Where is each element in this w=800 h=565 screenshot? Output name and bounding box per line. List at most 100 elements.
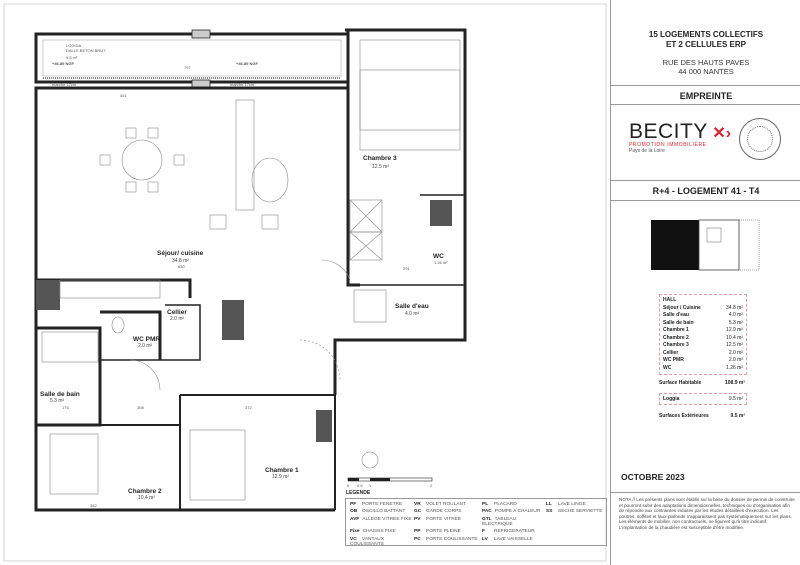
dim-sdb: 176 bbox=[62, 405, 69, 410]
divider bbox=[611, 180, 800, 181]
title-block: 15 LOGEMENTS COLLECTIFS ET 2 CELLULES ER… bbox=[610, 0, 800, 565]
room-wc-pmr: WC PMR bbox=[133, 336, 160, 343]
legend-label: LAVE LINGE bbox=[558, 502, 586, 507]
furniture bbox=[41, 39, 461, 501]
legend-code: LL bbox=[546, 502, 552, 507]
legend-code: GTL bbox=[482, 516, 492, 522]
legend-label: REFRIGERATEUR bbox=[494, 529, 535, 535]
legend-code: PF bbox=[350, 502, 357, 507]
surface-name: WC bbox=[663, 364, 672, 371]
legend-code: PC bbox=[414, 536, 421, 542]
surface-value: 12.5 m² bbox=[726, 342, 743, 348]
legend-item: PC PORTE COULISSANTE bbox=[414, 537, 482, 547]
room-salle-de-bain: Salle de bain bbox=[40, 391, 80, 398]
dim-451: 451 bbox=[120, 93, 127, 98]
scale-bar: 0 0.5 1 2 bbox=[347, 477, 433, 488]
ngf-left: +46.89 NGF bbox=[52, 61, 74, 66]
surface-name: Cellier bbox=[663, 349, 679, 356]
surface-value: 34.8 m² bbox=[726, 304, 743, 311]
logo-region: Pays de la Loire bbox=[629, 148, 665, 154]
surface-name: Chambre 3 bbox=[663, 342, 689, 348]
surface-name: Salle de bain bbox=[663, 319, 694, 326]
surface-name: WC PMR bbox=[663, 357, 684, 363]
dim-loggia: 797 bbox=[184, 65, 191, 70]
legend-label: PORTE COULISSANTE bbox=[426, 536, 478, 542]
unit-title: R+4 - LOGEMENT 41 - T4 bbox=[652, 186, 760, 196]
floor-plan: LOGGIA DALLE BETON BRUT 9.5 m² +46.89 NG… bbox=[3, 3, 607, 562]
room-area: 2.0 m² bbox=[138, 343, 153, 349]
divider bbox=[611, 85, 800, 86]
seal-icon bbox=[739, 118, 781, 160]
ngf-right: +46.89 NGF bbox=[236, 61, 258, 66]
divider bbox=[611, 200, 800, 201]
legend-label: LAVE VAISSELLE bbox=[494, 536, 533, 542]
loggia-sub: DALLE BETON BRUT bbox=[66, 48, 106, 53]
legend-code: F bbox=[482, 529, 485, 535]
surface-name: HALL bbox=[663, 297, 677, 303]
legend-code: SS bbox=[546, 509, 553, 515]
date: OCTOBRE 2023 bbox=[621, 472, 685, 482]
scale-tick: 0 bbox=[347, 483, 350, 488]
legend-code: LV bbox=[482, 536, 488, 542]
surface-row: HALL bbox=[663, 297, 743, 305]
legend-label: ALLEGE VITREE FIXE bbox=[362, 516, 412, 522]
dim-308: 308 bbox=[137, 405, 144, 410]
legend-label: VANTAUX COULISSANTS bbox=[350, 536, 384, 547]
legend-title: LEGENDE bbox=[346, 490, 371, 496]
legend-label: OSCILLO BATTANT bbox=[362, 509, 406, 515]
loggia-label: LOGGIA bbox=[66, 43, 82, 48]
surface-value: 1.26 m² bbox=[726, 364, 743, 371]
room-area: 2.0 m² bbox=[170, 316, 185, 322]
surface-value: 4.0 m² bbox=[728, 312, 743, 318]
address-1: RUE DES HAUTS PAVES bbox=[662, 58, 750, 67]
walls bbox=[34, 28, 467, 512]
legend-code: Fixe bbox=[350, 529, 360, 535]
legend-label: PORTE FENETRE bbox=[362, 502, 403, 507]
surface-value: 10.4 m² bbox=[726, 334, 743, 341]
room-area: 10.4 m² bbox=[138, 495, 155, 501]
surface-row: Séjour / Cuisine 34.8 m² bbox=[663, 305, 743, 313]
legend-code: OB bbox=[350, 509, 358, 515]
legend-code: VR bbox=[414, 502, 421, 507]
legend-item: PF PORTE FENETRE bbox=[350, 502, 414, 507]
dim-352: 352 bbox=[90, 503, 97, 508]
legend-item: OB OSCILLO BATTANT bbox=[350, 509, 414, 514]
legend-item: LL LAVE LINGE bbox=[546, 502, 606, 507]
room-area: 1.26 m² bbox=[434, 260, 448, 265]
surface-name: Chambre 2 bbox=[663, 334, 689, 341]
legend-code: PL bbox=[482, 502, 489, 507]
legend-label: POMPE A CHALEUR bbox=[494, 509, 541, 515]
logo-brand: BECITY bbox=[629, 120, 708, 143]
surface-name: Chambre 1 bbox=[663, 327, 689, 333]
loggia: LOGGIA DALLE BETON BRUT 9.5 m² +46.89 NG… bbox=[34, 29, 350, 89]
surface-name: Séjour / Cuisine bbox=[663, 304, 701, 311]
surface-row: WC 1.26 m² bbox=[663, 365, 743, 373]
legend-label: TABLEAU ELECTRIQUE bbox=[482, 516, 517, 527]
legend-item: SS SECHE SERVIETTE bbox=[546, 509, 606, 514]
divider bbox=[611, 104, 800, 105]
legend-label: SECHE SERVIETTE bbox=[558, 509, 603, 515]
scale-tick: 2 bbox=[430, 483, 433, 488]
project-title-1: 15 LOGEMENTS COLLECTIFS bbox=[648, 30, 764, 39]
scale-tick: 1 bbox=[369, 483, 372, 488]
surface-row: Chambre 3 12.5 m² bbox=[663, 342, 743, 350]
nota: NOTA // Les présents plans sont établis … bbox=[619, 497, 795, 530]
room-area: 34.8 m² bbox=[172, 258, 189, 264]
room-area: 4.0 m² bbox=[405, 311, 420, 317]
logo-mark-icon: ✕› bbox=[712, 125, 732, 142]
legend-code: PV bbox=[414, 516, 421, 522]
project-title-2: ET 2 CELLULES ERP bbox=[665, 40, 746, 49]
legend-label: PORTE PLEINE bbox=[426, 529, 461, 535]
address-2: 44 000 NANTES bbox=[678, 67, 734, 76]
